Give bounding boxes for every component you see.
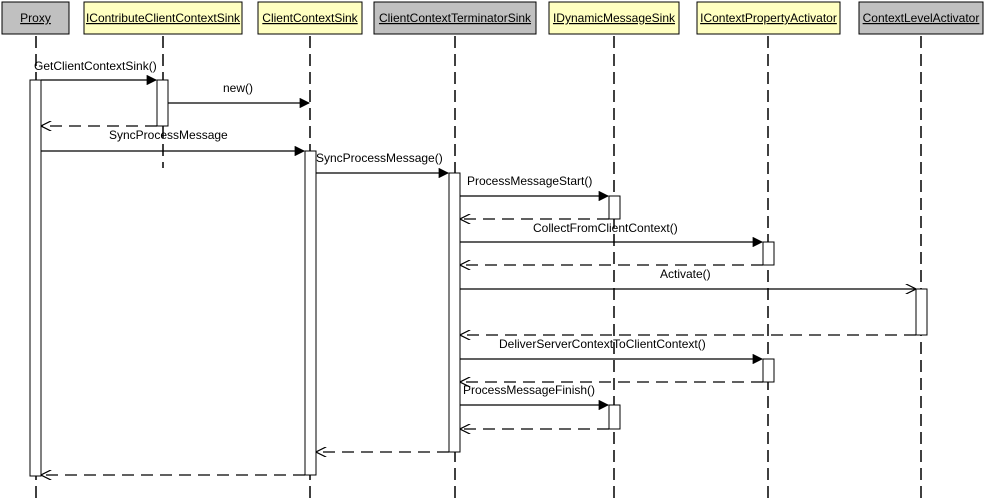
participant-label: ClientContextSink: [262, 11, 358, 25]
participant-label: ContextLevelActivator: [863, 11, 980, 25]
activation-bar-icontributeclientcontextsink: [156, 79, 169, 127]
participant-label: IDynamicMessageSink: [553, 11, 676, 25]
participant-box: [257, 1, 363, 35]
activation-bar-idynamicmessagesink-start: [608, 195, 621, 220]
message-label: ProcessMessageStart(): [467, 174, 592, 188]
participant-box: [373, 1, 537, 35]
participant-box: [858, 1, 984, 35]
participant-box: [696, 1, 841, 35]
message-label: ProcessMessageFinish(): [463, 383, 595, 397]
participant-clientcontextterminatorsink[interactable]: ClientContextTerminatorSink: [373, 1, 537, 35]
participant-contextlevelactivator[interactable]: ContextLevelActivator: [858, 1, 984, 35]
participant-box: [1, 1, 70, 35]
activation-bar-proxy: [29, 79, 42, 477]
participant-icontextpropertyactivator[interactable]: IContextPropertyActivator: [696, 1, 841, 35]
message-label: CollectFromClientContext(): [533, 221, 678, 235]
message-label: GetClientContextSink(): [34, 59, 157, 73]
message-label: SyncProcessMessage: [109, 128, 228, 142]
activation-bar-idynamicmessagesink-finish: [608, 404, 621, 430]
message-label: new(): [223, 81, 253, 95]
message-label: SyncProcessMessage(): [316, 151, 443, 165]
participant-proxy[interactable]: Proxy: [1, 1, 70, 35]
activation-bar-contextlevelactivator: [915, 288, 928, 336]
participant-label: IContributeClientContextSink: [86, 11, 241, 25]
participant-idynamicmessagesink[interactable]: IDynamicMessageSink: [548, 1, 680, 35]
participant-label: Proxy: [20, 11, 51, 25]
participant-label: IContextPropertyActivator: [700, 11, 837, 25]
activation-bar-icontextpropertyactivator-deliver: [762, 358, 775, 383]
message-label: DeliverServerContextToClientContext(): [499, 337, 706, 351]
message-label: Activate(): [660, 267, 711, 281]
participant-icontributeclientcontextsink[interactable]: IContributeClientContextSink: [83, 1, 243, 35]
activation-bar-icontextpropertyactivator-collect: [762, 241, 775, 266]
participant-clientcontextsink[interactable]: ClientContextSink: [257, 1, 363, 35]
activation-bar-clientcontextsink: [304, 150, 317, 476]
activation-bar-clientcontextterminatorsink: [448, 172, 461, 453]
participant-box: [548, 1, 680, 35]
participant-box: [83, 1, 243, 35]
participant-label: ClientContextTerminatorSink: [379, 11, 532, 25]
